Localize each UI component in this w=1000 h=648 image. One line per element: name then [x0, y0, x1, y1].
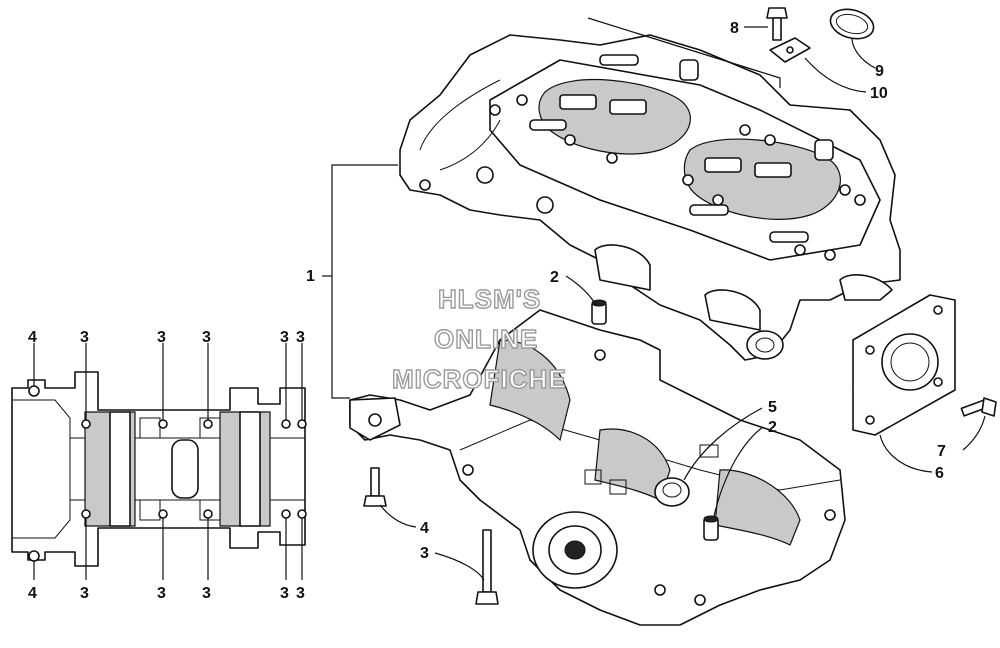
- bolt-seal-plate: [960, 397, 997, 417]
- callout-2-upper: 2: [550, 269, 559, 286]
- callout-left-top-3d: 3: [280, 329, 289, 346]
- bolt-short: [363, 467, 387, 507]
- dowel-upper: [591, 299, 607, 325]
- leader-lines: [322, 17, 986, 581]
- callout-left-bottom-4: 4: [28, 585, 37, 602]
- callout-2-lower: 2: [768, 419, 777, 436]
- callout-4-bolt: 4: [420, 520, 429, 537]
- bolt-top: [766, 7, 788, 41]
- callout-left-bottom-3a: 3: [80, 585, 89, 602]
- callout-9: 9: [875, 63, 884, 80]
- watermark-line-3: MICROFICHE: [392, 364, 567, 394]
- callout-1: 1: [306, 268, 315, 285]
- upper-crankcase: [399, 34, 901, 361]
- callout-8: 8: [730, 20, 739, 37]
- watermark: HLSM'S ONLINE MICROFICHE: [391, 283, 567, 394]
- callout-left-bottom-3d: 3: [280, 585, 289, 602]
- bolt-long: [475, 529, 499, 605]
- callout-left-bottom-3c: 3: [202, 585, 211, 602]
- watermark-line-2: ONLINE: [434, 324, 538, 354]
- dowel-lower: [703, 515, 719, 541]
- callout-left-top-3b: 3: [157, 329, 166, 346]
- callout-6: 6: [935, 465, 944, 482]
- callout-left-top-3e: 3: [296, 329, 305, 346]
- callout-10: 10: [870, 85, 888, 102]
- seal-plate: [852, 294, 956, 436]
- callout-5: 5: [768, 399, 777, 416]
- callout-left-top-4: 4: [28, 329, 37, 346]
- callout-3-bolt: 3: [420, 545, 429, 562]
- bushing: [654, 477, 690, 507]
- callout-7: 7: [937, 443, 946, 460]
- bracket: [769, 37, 811, 63]
- callout-left-top-3a: 3: [80, 329, 89, 346]
- lower-crankcase: [349, 309, 846, 626]
- hose-clamp: [829, 8, 875, 40]
- crankcase-bottom-view: [11, 343, 307, 580]
- callout-left-top-3c: 3: [202, 329, 211, 346]
- callout-left-bottom-3b: 3: [157, 585, 166, 602]
- callout-left-bottom-3e: 3: [296, 585, 305, 602]
- watermark-line-1: HLSM'S: [438, 284, 541, 314]
